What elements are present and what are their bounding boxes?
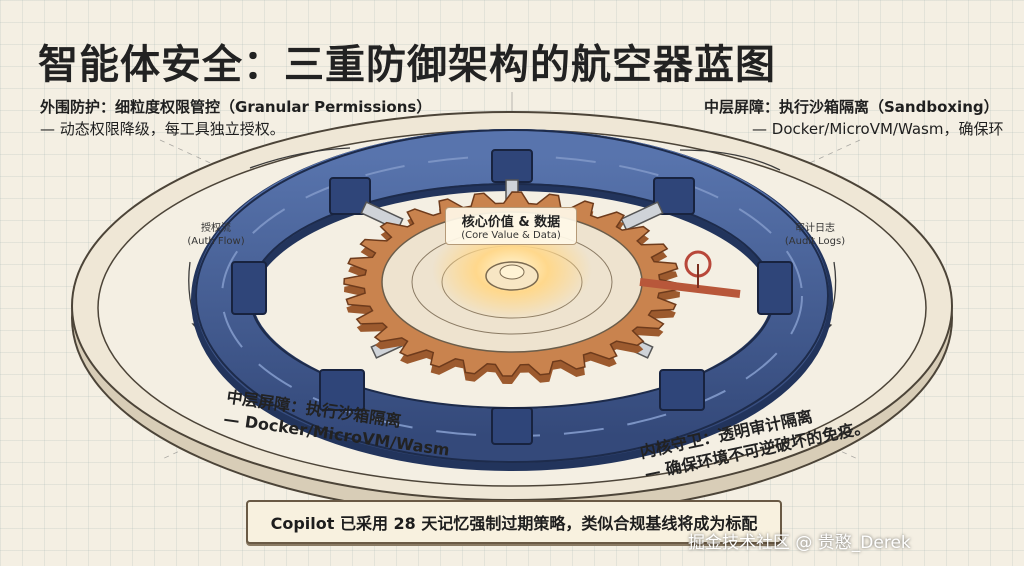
auth-flow-label: 授权流 (Auth Flow)	[186, 222, 246, 248]
sandbox-armor-ring	[191, 129, 833, 471]
auth-flow-sub: (Auth Flow)	[187, 236, 245, 247]
outer-defense-title: 外围防护：细粒度权限管控（Granular Permissions）	[40, 98, 432, 116]
core-value-glow	[381, 211, 643, 353]
audit-logs-sub: (Audit Logs)	[784, 236, 846, 247]
middle-defense-top-desc: — Docker/MicroVM/Wasm，确保环	[752, 120, 1004, 138]
audit-logs-title: 审计日志	[795, 223, 835, 234]
audit-logs-label: 审计日志 (Audit Logs)	[780, 222, 850, 248]
policy-banner: Copilot 已采用 28 天记忆强制过期策略，类似合规基线将成为标配	[246, 500, 782, 544]
watermark: 掘金技术社区 @ 贵憨_Derek	[688, 533, 911, 553]
core-label: 核心价值 & 数据 (Core Value & Data)	[445, 207, 577, 245]
auth-flow-title: 授权流	[201, 223, 231, 234]
policy-banner-text: Copilot 已采用 28 天记忆强制过期策略，类似合规基线将成为标配	[270, 514, 758, 533]
page-title: 智能体安全：三重防御架构的航空器蓝图	[38, 42, 776, 88]
outer-defense-note: 外围防护：细粒度权限管控（Granular Permissions） — 动态权…	[40, 96, 431, 140]
core-label-sub: (Core Value & Data)	[461, 230, 561, 241]
middle-defense-top-note: 中层屏障：执行沙箱隔离（Sandboxing） — Docker/MicroVM…	[704, 96, 1003, 140]
middle-defense-top-title: 中层屏障：执行沙箱隔离（Sandboxing）	[704, 98, 999, 116]
valve-icon	[639, 250, 741, 298]
outer-defense-desc: — 动态权限降级，每工具独立授权。	[40, 120, 285, 138]
core-label-title: 核心价值 & 数据	[461, 215, 561, 230]
